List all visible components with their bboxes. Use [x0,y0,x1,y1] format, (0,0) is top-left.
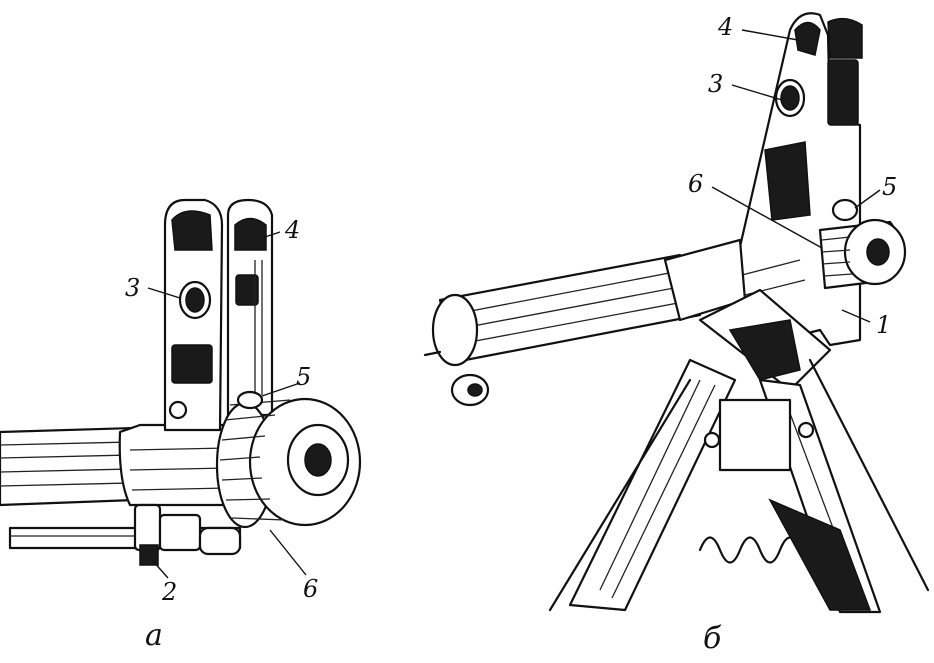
leader-b-3 [731,84,783,101]
caption-a: а [145,618,163,653]
figure-a-drawing: 4 3 5 2 6 а [0,198,362,653]
callout-b-4: 4 [717,13,733,41]
callout-a-6: 6 [303,575,318,603]
leader-b-5 [854,189,881,209]
retaining-pin [236,390,264,410]
callout-a-2: 2 [161,578,177,606]
callout-a-3: 3 [125,274,140,302]
muzzle-nut [215,397,362,529]
leader-a-6 [269,529,307,576]
callout-a-5: 5 [296,363,311,391]
bipod [548,288,930,614]
leader-a-4 [261,231,281,239]
barrel-b [423,253,702,407]
leader-b-6 [711,186,823,249]
caption-b: б [703,621,722,656]
leader-a-5 [261,382,301,397]
callout-b-3: 3 [708,70,723,98]
leader-b-4 [741,29,799,41]
callout-b-6: 6 [688,170,703,198]
leader-a-2 [151,559,169,579]
callout-a-4: 4 [284,216,300,244]
figure-b-drawing: 4 3 6 5 1 б [423,12,930,656]
muzzle-b [818,218,907,290]
front-sight-post [163,198,224,432]
leader-a-3 [147,287,181,299]
callout-b-5: 5 [882,173,897,201]
sight-wing [226,198,274,417]
latch-a [133,503,242,566]
callout-b-1: 1 [876,311,891,339]
leader-b-1 [841,309,871,323]
retaining-pin-b [831,198,859,222]
